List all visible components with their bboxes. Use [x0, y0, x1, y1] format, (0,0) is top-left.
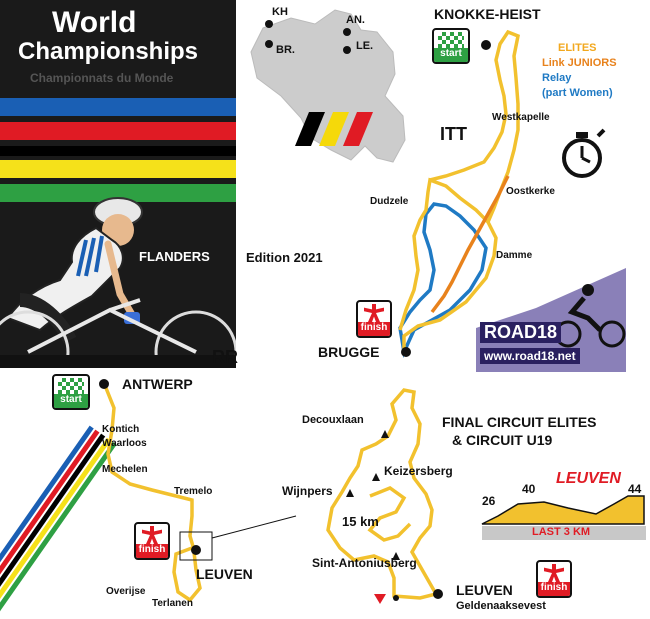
checkered-flag-icon [58, 378, 84, 394]
title-line2: Championships [18, 38, 199, 65]
elevation-profile [481, 495, 645, 525]
itt-route-map [398, 29, 606, 358]
itt-start-city: KNOKKE-HEIST [434, 6, 541, 22]
climb-sint-antoniusberg: Sint-Antoniusberg [312, 556, 417, 570]
circuit-finish-city: LEUVEN [456, 582, 513, 598]
city-label-br: BR. [276, 44, 295, 56]
finisher-icon [142, 526, 162, 544]
rr-finish-city: LEUVEN [196, 566, 253, 582]
rr-start-text: start [54, 394, 88, 408]
itt-place-damme: Damme [496, 250, 533, 261]
legend-elites: ELITES [558, 42, 597, 54]
header-bottom-strip [0, 355, 236, 368]
profile-caption-bar: LAST 3 KM [482, 526, 646, 540]
circuit-title-line1: FINAL CIRCUIT ELITES [442, 414, 597, 430]
circuit-finish-text: finish [538, 582, 570, 596]
itt-start-badge: start [432, 28, 470, 64]
rainbow-diagonal [0, 425, 117, 617]
brand-url: www.road18.net [480, 348, 580, 364]
climb-keizersberg: Keizersberg [384, 464, 453, 478]
legend-link-juniors: Link JUNIORS [542, 57, 617, 69]
rr-place-terlanen: Terlanen [152, 598, 193, 609]
legend-relay: Relay [542, 72, 572, 84]
rainbow-band-green [0, 184, 236, 202]
brand-name: ROAD18 [480, 322, 562, 343]
belgium-map [250, 9, 406, 163]
circuit-finish-badge: finish [536, 560, 572, 598]
rr-place-waarloos: Waarloos [102, 438, 147, 449]
edition-label: Edition 2021 [246, 250, 323, 265]
rr-finish-text: finish [136, 544, 168, 558]
city-label-le: LE. [356, 40, 374, 52]
itt-finish-text: finish [358, 322, 390, 336]
rr-code-label: RR [212, 347, 238, 367]
circuit-length: 15 km [342, 514, 379, 529]
cyclist-illustration [0, 197, 236, 368]
region-label: FLANDERS [139, 249, 210, 264]
profile-value-end: 44 [628, 482, 642, 496]
brand-logo: ROAD18 www.road18.net [476, 268, 626, 372]
itt-start-text: start [434, 48, 468, 62]
title-line1: World [52, 6, 137, 39]
rainbow-band-black [0, 146, 236, 156]
itt-place-oostkerke: Oostkerke [506, 186, 555, 197]
finisher-icon [544, 564, 564, 582]
profile-value-start: 26 [482, 494, 496, 508]
legend-relay-note: (part Women) [542, 87, 613, 99]
profile-value-mid: 40 [522, 482, 536, 496]
itt-place-westkapelle: Westkapelle [492, 112, 550, 123]
itt-finish-badge: finish [356, 300, 392, 338]
rainbow-band-red [0, 122, 236, 140]
itt-code-label: ITT [440, 124, 467, 144]
climb-wijnpers: Wijnpers [282, 484, 333, 498]
header-panel: World Championships Championnats du Mond… [0, 0, 236, 368]
checkered-flag-icon [438, 32, 464, 48]
circuit-title-line2: & CIRCUIT U19 [452, 432, 553, 448]
itt-place-dudzele: Dudzele [370, 196, 409, 207]
city-label-kh: KH [272, 6, 288, 18]
rr-place-kontich: Kontich [102, 424, 140, 435]
rr-finish-badge: finish [134, 522, 170, 560]
rr-place-mechelen: Mechelen [102, 464, 148, 475]
city-label-an: AN. [346, 14, 365, 26]
itt-finish-city: BRUGGE [318, 344, 380, 360]
rr-start-badge: start [52, 374, 90, 410]
rr-place-overijse: Overijse [106, 586, 146, 597]
finisher-icon [364, 304, 384, 322]
profile-title: LEUVEN [556, 470, 621, 487]
rainbow-band-yellow [0, 160, 236, 178]
rr-start-city: ANTWERP [122, 376, 193, 392]
rainbow-band-blue [0, 98, 236, 116]
stopwatch-icon [562, 128, 606, 178]
circuit-finish-street: Geldenaaksevest [456, 600, 546, 612]
climb-decouxlaan: Decouxlaan [302, 414, 364, 426]
rr-place-tremelo: Tremelo [174, 486, 213, 497]
profile-caption: LAST 3 KM [532, 526, 591, 538]
subtitle: Championnats du Monde [30, 71, 174, 85]
